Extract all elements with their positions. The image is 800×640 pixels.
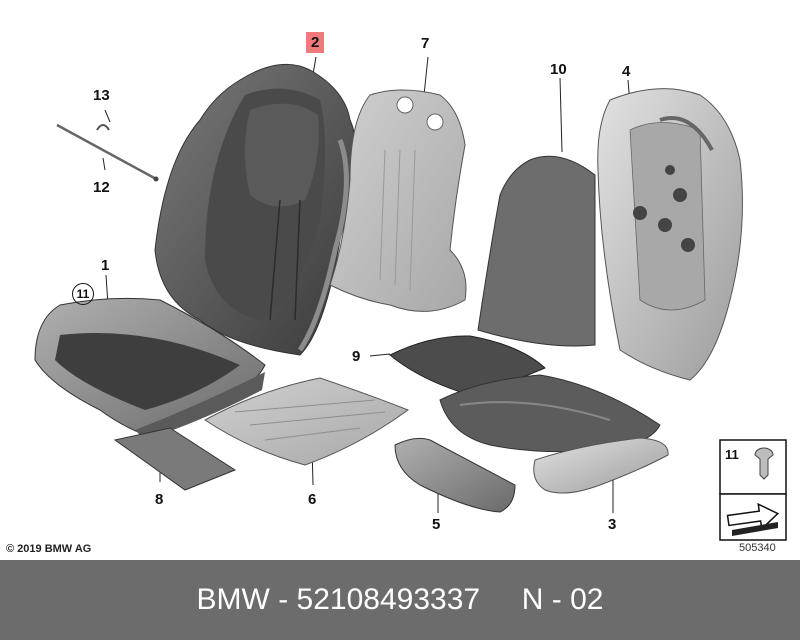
callout-5: 5 [432,516,441,533]
callout-13: 13 [93,87,110,104]
pad-part-10 [477,155,596,347]
footer-separator: - [269,583,297,616]
side-trim-part-3 [533,437,669,494]
mat-part-6 [204,377,410,466]
callout-6: 6 [308,491,317,508]
clip-part-13 [96,124,110,131]
callout-8: 8 [155,491,164,508]
callout-2-highlighted: 2 [306,32,325,53]
callout-12: 12 [93,179,110,196]
callout-1: 1 [101,257,110,274]
legend-arrow-symbol [719,493,787,541]
backrest-cover-part-2 [154,63,357,356]
backrest-frame-part-4 [597,88,743,381]
callout-4: 4 [622,63,631,80]
callout-11-circled: 11 [72,283,94,305]
bolster-part-5 [394,437,516,513]
seat-parts-diagram [34,56,787,541]
rod-part-12 [56,123,159,182]
legend-part-11 [719,439,787,495]
copyright-notice: © 2019 BMW AG [6,543,92,555]
pad-part-8 [113,427,237,491]
callout-10: 10 [550,61,567,78]
callout-9: 9 [352,348,361,365]
footer-variant: N - 02 [521,583,604,616]
diagram-number: 505340 [739,542,776,554]
foam-pad-part-7 [329,89,467,312]
footer-brand: BMW [196,583,270,616]
seat-cover-part-1 [34,297,266,440]
footer-part-number: 52108493337 [296,583,481,616]
footer-gap [480,583,522,617]
legend-item-number: 11 [725,447,739,462]
seat-frame [439,374,661,453]
part-number-footer: BMW - 52108493337 N - 02 [0,560,800,640]
callout-3: 3 [608,516,617,533]
callout-7: 7 [421,35,430,52]
